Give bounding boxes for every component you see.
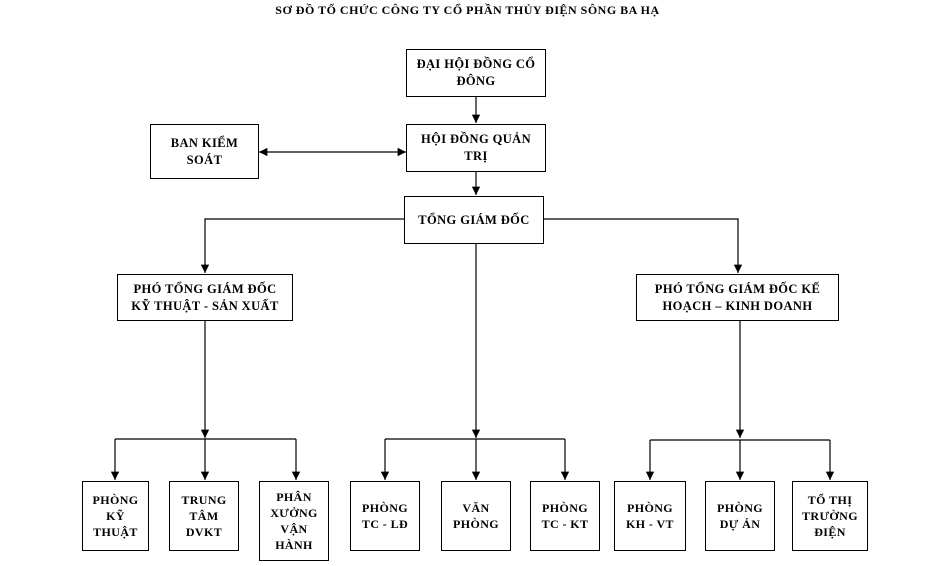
node-label: PHÓ TỔNG GIÁM ĐỐC KỸ THUẬT - SẢN XUẤT xyxy=(131,281,279,313)
node-label: PHÒNG TC - KT xyxy=(541,501,589,531)
node-label: BAN KIỂM SOÁT xyxy=(170,135,239,167)
node-pho-tgd-ky-thuat: PHÓ TỔNG GIÁM ĐỐC KỸ THUẬT - SẢN XUẤT xyxy=(117,274,293,321)
chart-title: SƠ ĐỒ TỔ CHỨC CÔNG TY CỔ PHẦN THỦY ĐIỆN … xyxy=(275,3,660,17)
node-label: PHÒNG DỰ ÁN xyxy=(717,501,763,531)
node-label: TRUNG TÂM DVKT xyxy=(181,493,227,539)
node-phan-xuong-van-hanh: PHÂN XƯỞNG VẬN HÀNH xyxy=(259,481,329,561)
node-van-phong: VĂN PHÒNG xyxy=(441,481,511,551)
node-trung-tam-dvkt: TRUNG TÂM DVKT xyxy=(169,481,239,551)
node-phong-du-an: PHÒNG DỰ ÁN xyxy=(705,481,775,551)
node-phong-tc-ld: PHÒNG TC - LĐ xyxy=(350,481,420,551)
node-label: VĂN PHÒNG xyxy=(453,501,499,531)
node-phong-kh-vt: PHÒNG KH - VT xyxy=(614,481,686,551)
node-label: TỔ THỊ TRƯỜNG ĐIỆN xyxy=(802,493,858,539)
node-pho-tgd-ke-hoach: PHÓ TỔNG GIÁM ĐỐC KẾ HOẠCH – KINH DOANH xyxy=(636,274,839,321)
node-ban-kiem-soat: BAN KIỂM SOÁT xyxy=(150,124,259,179)
node-label: PHÒNG KH - VT xyxy=(626,501,674,531)
connector-tgd-ptgd-kh xyxy=(544,218,743,273)
node-label: PHÒNG KỸ THUẬT xyxy=(92,493,139,539)
node-phong-ky-thuat: PHÒNG KỸ THUẬT xyxy=(82,481,149,551)
node-dai-hoi-dong-co-dong: ĐẠI HỘI ĐỒNG CỔ ĐÔNG xyxy=(406,49,546,97)
node-tong-giam-doc: TỔNG GIÁM ĐỐC xyxy=(404,196,544,244)
node-phong-tc-kt: PHÒNG TC - KT xyxy=(530,481,600,551)
node-label: TỔNG GIÁM ĐỐC xyxy=(418,212,530,227)
node-label: HỘI ĐỒNG QUẢN TRỊ xyxy=(420,132,532,163)
node-label: PHÒNG TC - LĐ xyxy=(361,501,409,531)
node-label: PHÂN XƯỞNG VẬN HÀNH xyxy=(270,490,318,552)
connector-tgd-ptgd-kt xyxy=(200,218,404,273)
node-hoi-dong-quan-tri: HỘI ĐỒNG QUẢN TRỊ xyxy=(406,124,546,172)
node-to-thi-truong-dien: TỔ THỊ TRƯỜNG ĐIỆN xyxy=(792,481,868,551)
node-label: PHÓ TỔNG GIÁM ĐỐC KẾ HOẠCH – KINH DOANH xyxy=(654,281,821,313)
node-label: ĐẠI HỘI ĐỒNG CỔ ĐÔNG xyxy=(416,57,536,88)
